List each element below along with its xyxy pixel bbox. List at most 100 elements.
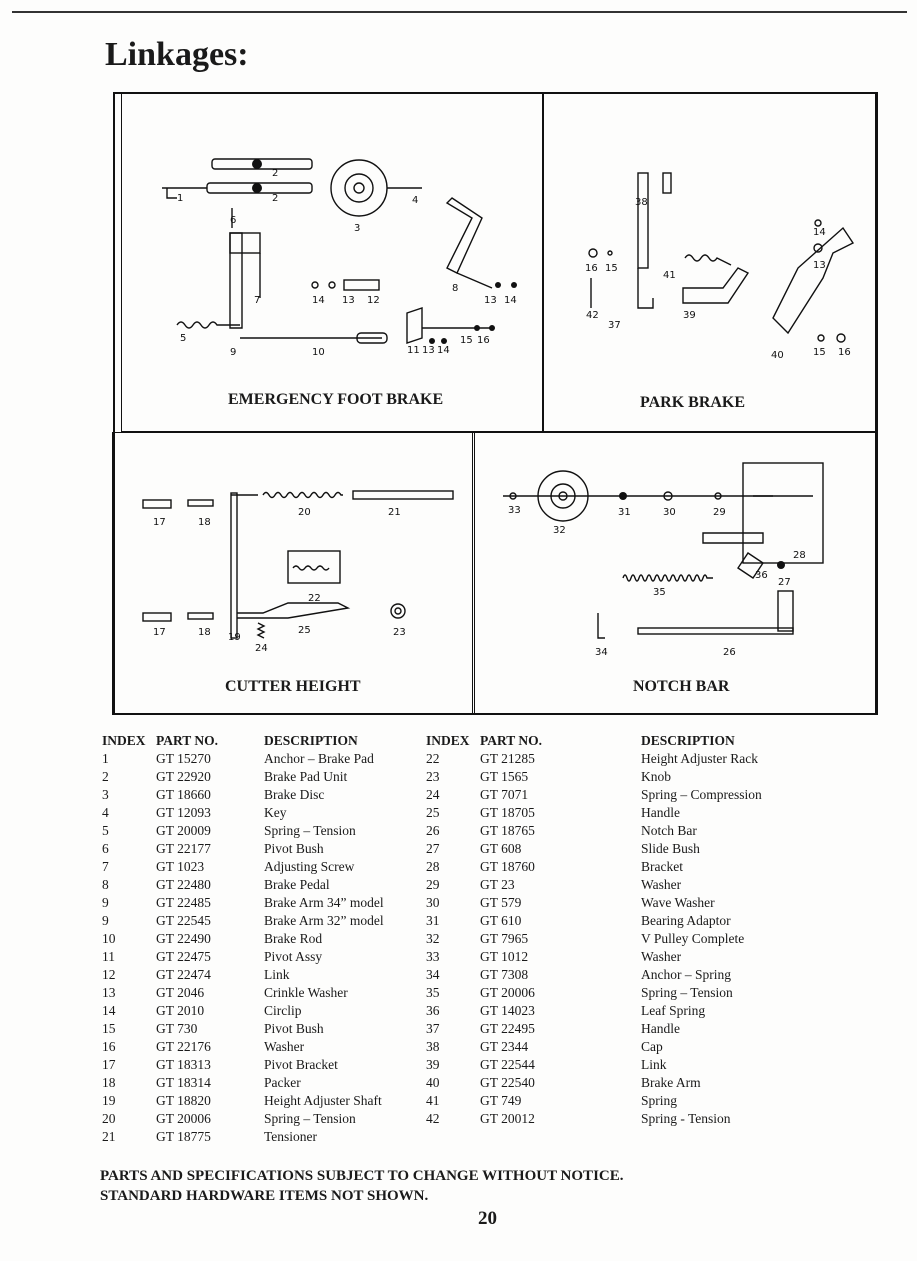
svg-text:16: 16 [838, 347, 851, 358]
row-part-no: GT 12093 [156, 805, 211, 820]
row-description: Tensioner [264, 1129, 318, 1144]
row-part-no: GT 7071 [480, 787, 529, 802]
row-index: 39 [426, 1057, 440, 1072]
row-description: Spring – Tension [264, 1111, 356, 1126]
row-part-no: GT 18314 [156, 1075, 211, 1090]
header-part-no: PART NO. [480, 733, 543, 748]
row-part-no: GT 22540 [480, 1075, 535, 1090]
row-part-no: GT 18820 [156, 1093, 211, 1108]
row-description: Handle [641, 805, 680, 820]
row-part-no: GT 22545 [156, 913, 211, 928]
row-index: 38 [426, 1039, 440, 1054]
row-index: 20 [102, 1111, 116, 1126]
row-index: 30 [426, 895, 440, 910]
svg-text:10: 10 [312, 347, 325, 358]
svg-text:25: 25 [298, 625, 311, 636]
panel-notch-bar: 33 32 31 30 29 28 36 27 35 34 26 NOTCH B… [472, 432, 876, 715]
row-part-no: GT 1023 [156, 859, 205, 874]
svg-text:24: 24 [255, 643, 268, 654]
panel-park-brake: 38 14 13 16 15 41 42 37 39 40 15 16 PARK… [542, 92, 876, 432]
row-description: Brake Arm [641, 1075, 701, 1090]
row-description: Spring - Tension [641, 1111, 731, 1126]
row-description: Brake Rod [264, 931, 323, 946]
svg-text:6: 6 [230, 215, 236, 226]
row-part-no: GT 730 [156, 1021, 198, 1036]
row-part-no: GT 20009 [156, 823, 211, 838]
row-index: 34 [426, 967, 440, 982]
svg-text:5: 5 [180, 333, 186, 344]
row-index: 11 [102, 949, 115, 964]
row-description: Spring – Compression [641, 787, 762, 802]
page-number: 20 [478, 1208, 497, 1229]
row-index: 9 [102, 895, 109, 910]
row-index: 41 [426, 1093, 440, 1108]
row-index: 22 [426, 751, 440, 766]
row-part-no: GT 23 [480, 877, 515, 892]
row-description: Height Adjuster Rack [641, 751, 758, 766]
svg-text:30: 30 [663, 507, 676, 518]
svg-text:32: 32 [553, 525, 566, 536]
svg-text:11: 11 [407, 345, 420, 356]
row-index: 15 [102, 1021, 116, 1036]
row-part-no: GT 18313 [156, 1057, 211, 1072]
row-description: Pivot Bracket [264, 1057, 338, 1072]
row-index: 29 [426, 877, 440, 892]
svg-text:16: 16 [585, 263, 598, 274]
svg-text:17: 17 [153, 627, 166, 638]
row-description: Bearing Adaptor [641, 913, 731, 928]
row-description: Brake Arm 32” model [264, 913, 384, 928]
row-index: 17 [102, 1057, 116, 1072]
row-description: Adjusting Screw [264, 859, 355, 874]
notice-line-2: STANDARD HARDWARE ITEMS NOT SHOWN. [100, 1188, 429, 1204]
svg-text:36: 36 [755, 570, 768, 581]
row-description: Cap [641, 1039, 663, 1054]
svg-text:14: 14 [437, 345, 450, 356]
svg-text:16: 16 [477, 335, 490, 346]
row-part-no: GT 608 [480, 841, 522, 856]
row-index: 28 [426, 859, 440, 874]
row-description: Anchor – Spring [641, 967, 731, 982]
svg-text:28: 28 [793, 550, 806, 561]
row-part-no: GT 20006 [156, 1111, 211, 1126]
row-index: 14 [102, 1003, 116, 1018]
emergency-brake-diagram: 2 2 1 3 4 6 7 8 9 10 11 12 13 14 13 14 1… [162, 158, 517, 358]
header-index: INDEX [102, 733, 146, 748]
svg-text:15: 15 [813, 347, 826, 358]
diagram-frame: 2 2 1 3 4 6 7 8 9 10 11 12 13 14 13 14 1… [112, 92, 878, 715]
svg-text:4: 4 [412, 195, 418, 206]
row-part-no: GT 22177 [156, 841, 211, 856]
row-part-no: GT 2046 [156, 985, 205, 1000]
row-part-no: GT 20006 [480, 985, 535, 1000]
notice: PARTS AND SPECIFICATIONS SUBJECT TO CHAN… [100, 1166, 624, 1206]
svg-text:41: 41 [663, 270, 676, 281]
row-index: 35 [426, 985, 440, 1000]
row-index: 36 [426, 1003, 440, 1018]
svg-text:42: 42 [586, 310, 599, 321]
svg-text:15: 15 [605, 263, 618, 274]
row-part-no: GT 7308 [480, 967, 529, 982]
row-part-no: GT 18705 [480, 805, 535, 820]
row-part-no: GT 18760 [480, 859, 535, 874]
row-part-no: GT 22544 [480, 1057, 535, 1072]
svg-text:34: 34 [595, 647, 608, 658]
row-index: 42 [426, 1111, 440, 1126]
row-index: 31 [426, 913, 440, 928]
row-index: 32 [426, 931, 440, 946]
row-part-no: GT 14023 [480, 1003, 535, 1018]
svg-text:21: 21 [388, 507, 401, 518]
svg-text:13: 13 [342, 295, 355, 306]
row-part-no: GT 21285 [480, 751, 535, 766]
row-index: 24 [426, 787, 440, 802]
svg-text:33: 33 [508, 505, 521, 516]
row-index: 27 [426, 841, 440, 856]
svg-text:18: 18 [198, 517, 211, 528]
panel-title-park: PARK BRAKE [640, 394, 746, 411]
row-description: Height Adjuster Shaft [264, 1093, 382, 1108]
row-index: 33 [426, 949, 440, 964]
row-description: Link [641, 1057, 667, 1072]
svg-text:23: 23 [393, 627, 406, 638]
row-part-no: GT 20012 [480, 1111, 535, 1126]
row-description: Brake Pedal [264, 877, 330, 892]
row-description: Pivot Bush [264, 1021, 324, 1036]
svg-text:20: 20 [298, 507, 311, 518]
